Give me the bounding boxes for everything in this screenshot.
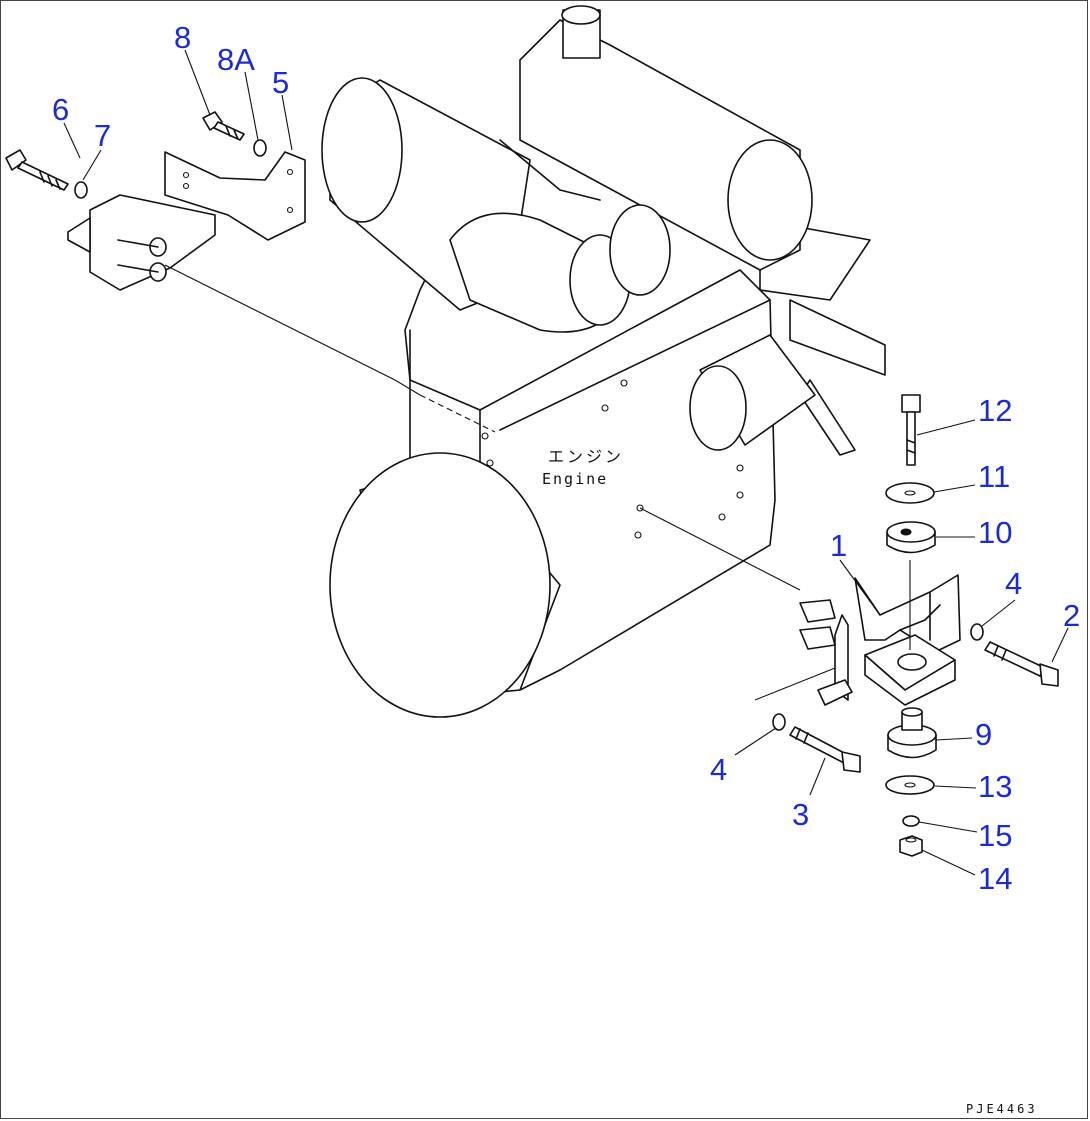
callout-4-lower: 4 (710, 752, 727, 787)
bolt-12 (901, 394, 921, 466)
engine-label-jp: エンジン (548, 447, 624, 466)
leader-lines (63, 49, 1069, 876)
washer-11 (885, 482, 935, 504)
callout-3: 3 (792, 797, 809, 832)
washer-13 (885, 775, 935, 795)
bolt-3 (789, 726, 861, 773)
callout-11: 11 (978, 459, 1010, 494)
washer-4-lower (772, 713, 786, 731)
callout-13: 13 (978, 769, 1012, 804)
bolt-8 (202, 111, 245, 141)
bolt-2 (984, 641, 1059, 687)
nut-14 (899, 835, 923, 857)
drawing-code: PJE4463 (966, 1102, 1038, 1116)
left-bracket (67, 151, 496, 433)
callout-6: 6 (52, 92, 69, 127)
callout-8: 8 (174, 20, 191, 55)
cushion-10 (886, 521, 936, 554)
washer-15 (902, 815, 920, 827)
bolt-6 (5, 149, 69, 191)
washer-7 (74, 181, 88, 199)
washer-4-upper (970, 623, 984, 641)
callout-2: 2 (1063, 598, 1080, 633)
callout-15: 15 (978, 818, 1012, 853)
engine-block (321, 5, 886, 718)
callout-9: 9 (975, 717, 992, 752)
cushion-9 (887, 707, 937, 759)
callout-8a: 8A (217, 42, 255, 77)
callout-14: 14 (978, 861, 1012, 896)
callout-4-upper: 4 (1005, 566, 1022, 601)
engine-label-en: Engine (542, 470, 608, 488)
callout-10: 10 (978, 515, 1012, 550)
callout-5: 5 (272, 65, 289, 100)
washer-8a (253, 139, 267, 157)
right-mount-bracket (639, 507, 961, 706)
callout-1: 1 (830, 528, 847, 563)
callout-12: 12 (978, 393, 1012, 428)
callout-7: 7 (94, 118, 111, 153)
callouts: 8 8A 5 6 7 12 11 10 1 4 2 9 4 13 3 15 14 (52, 20, 1080, 896)
